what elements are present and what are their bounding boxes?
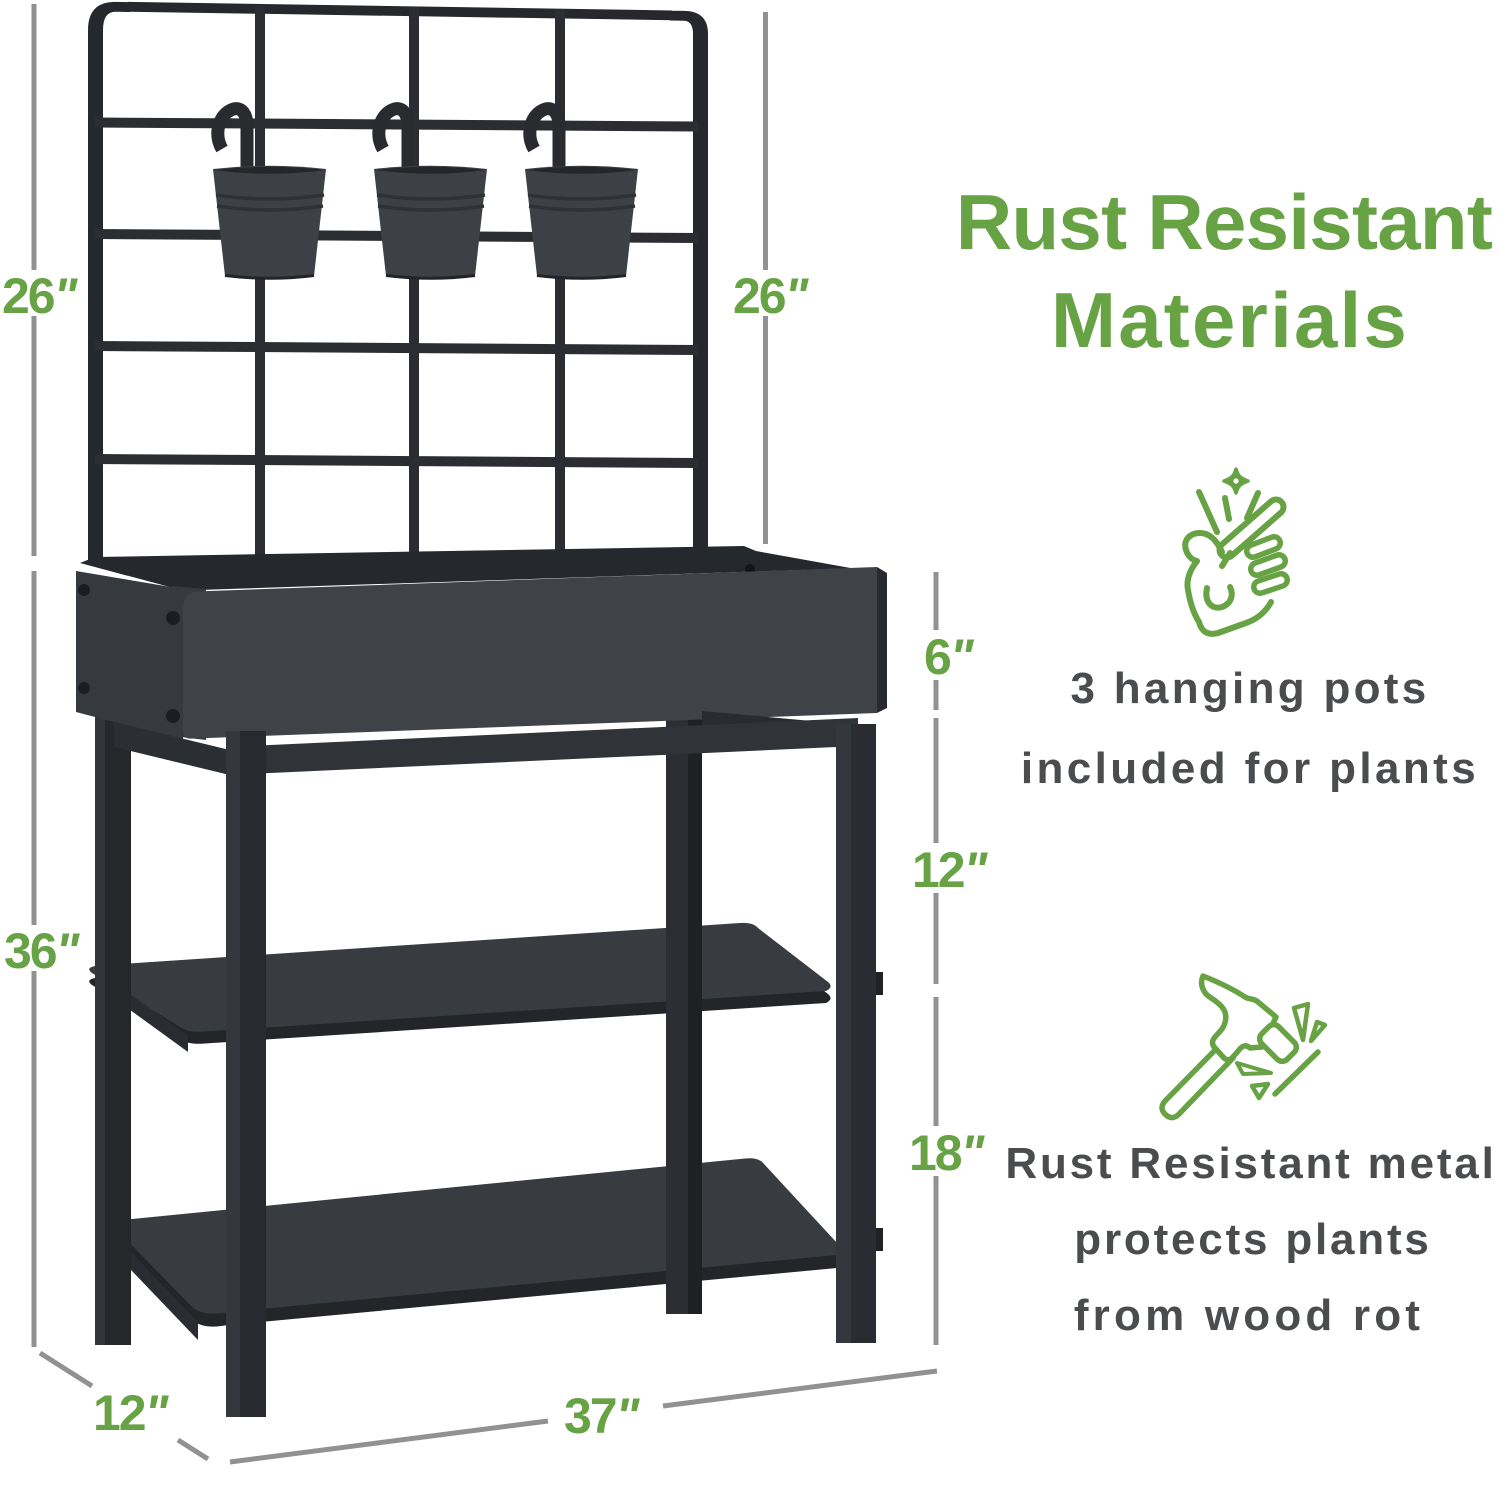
svg-text:37": 37" [564, 1388, 641, 1444]
svg-text:Rust Resistant: Rust Resistant [956, 178, 1493, 266]
svg-text:36": 36" [4, 923, 81, 979]
svg-text:26": 26" [733, 268, 810, 324]
svg-text:included for plants: included for plants [1021, 744, 1479, 793]
svg-text:12": 12" [912, 842, 989, 898]
svg-text:Materials: Materials [1051, 276, 1409, 364]
svg-text:Rust Resistant metal: Rust Resistant metal [1005, 1139, 1496, 1188]
svg-text:6": 6" [924, 629, 975, 685]
svg-text:3 hanging pots: 3 hanging pots [1070, 664, 1429, 713]
svg-text:from wood rot: from wood rot [1074, 1291, 1424, 1340]
svg-text:protects plants: protects plants [1074, 1215, 1431, 1264]
svg-text:26": 26" [2, 268, 79, 324]
svg-text:18": 18" [909, 1125, 986, 1181]
svg-text:12": 12" [93, 1385, 170, 1441]
